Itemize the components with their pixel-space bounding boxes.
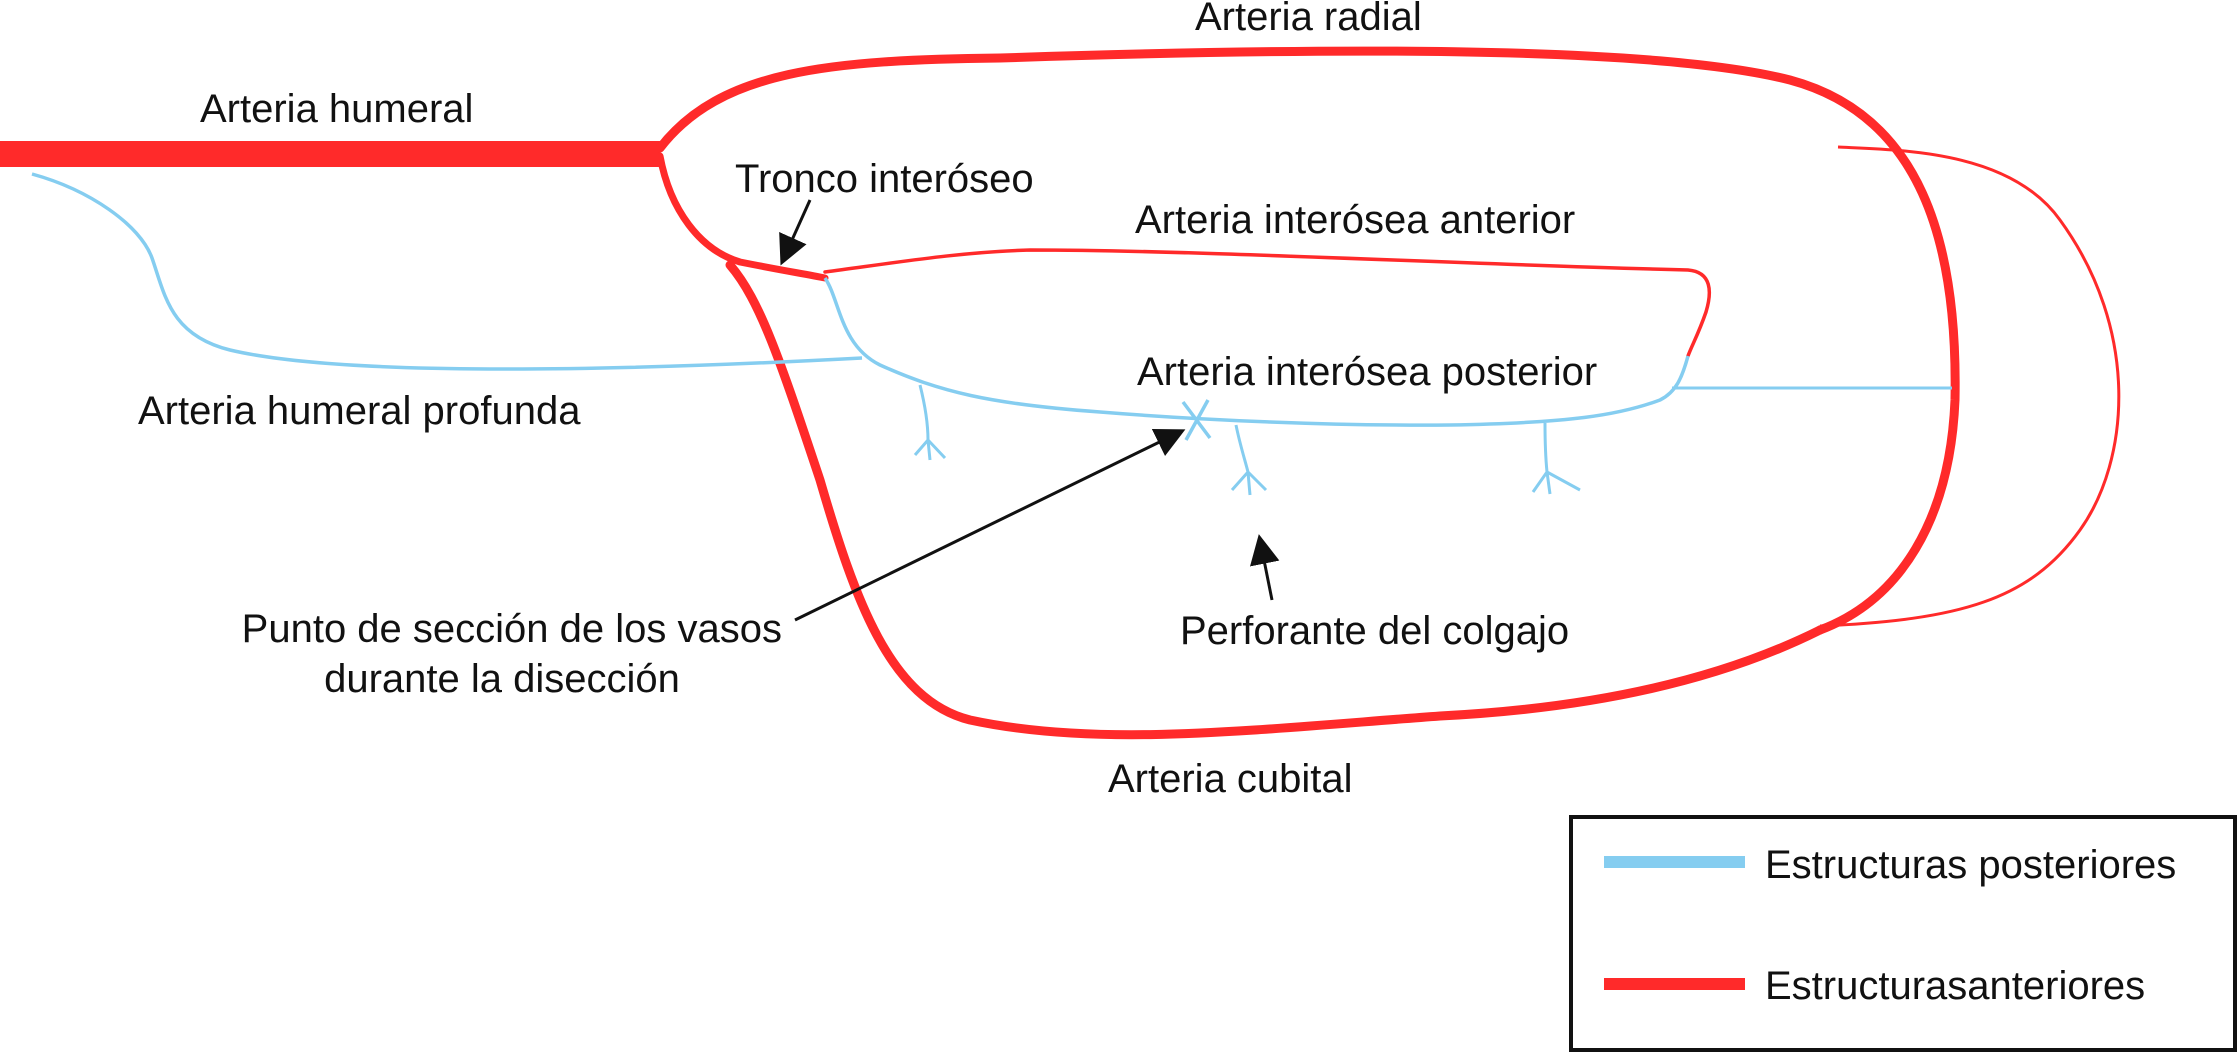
label-arteria-humeral-profunda: Arteria humeral profunda	[138, 389, 581, 433]
tronco-interoseo-vessel	[656, 152, 829, 282]
label-punto-seccion-line2: durante la disección	[324, 657, 680, 701]
label-tronco-interoseo: Tronco interóseo	[735, 157, 1034, 201]
label-perforante-colgajo: Perforante del colgajo	[1180, 609, 1569, 653]
perforator-branch-3	[1531, 422, 1581, 495]
label-arteria-humeral: Arteria humeral	[200, 87, 473, 131]
labels: Arteria radial Arteria humeral Tronco in…	[138, 0, 1597, 801]
arteria-cubital-vessel	[725, 260, 1825, 740]
legend: Estructuras posteriores Estructurasanter…	[1569, 815, 2237, 1052]
tronco-arrow	[779, 199, 812, 266]
cut-point-mark	[1181, 399, 1212, 441]
dorsal-arch-vessel	[1819, 145, 2121, 628]
legend-posterior-label: Estructuras posteriores	[1765, 843, 2176, 887]
arteria-radial-vessel	[655, 46, 1960, 635]
arteria-humeral-profunda-vessel	[31, 172, 863, 371]
perforator-branch-2	[1230, 424, 1268, 496]
legend-anterior-label: Estructurasanteriores	[1765, 964, 2145, 1008]
punto-seccion-arrow	[794, 429, 1186, 622]
legend-box	[1569, 815, 2237, 1052]
arrows	[779, 199, 1280, 622]
perforator-branch-1	[913, 384, 947, 461]
label-arteria-interosea-posterior: Arteria interósea posterior	[1137, 350, 1597, 394]
label-punto-seccion-line1: Punto de sección de los vasos	[242, 607, 782, 651]
arteria-interosea-anterior-vessel	[823, 248, 1712, 358]
anterior-structures	[0, 46, 2121, 740]
posterior-structures	[31, 172, 1952, 496]
label-arteria-interosea-anterior: Arteria interósea anterior	[1135, 198, 1575, 242]
perforante-arrow	[1249, 534, 1280, 601]
label-arteria-radial: Arteria radial	[1195, 0, 1422, 39]
label-arteria-cubital: Arteria cubital	[1108, 757, 1353, 801]
arteria-interosea-posterior-vessel	[823, 277, 1690, 427]
